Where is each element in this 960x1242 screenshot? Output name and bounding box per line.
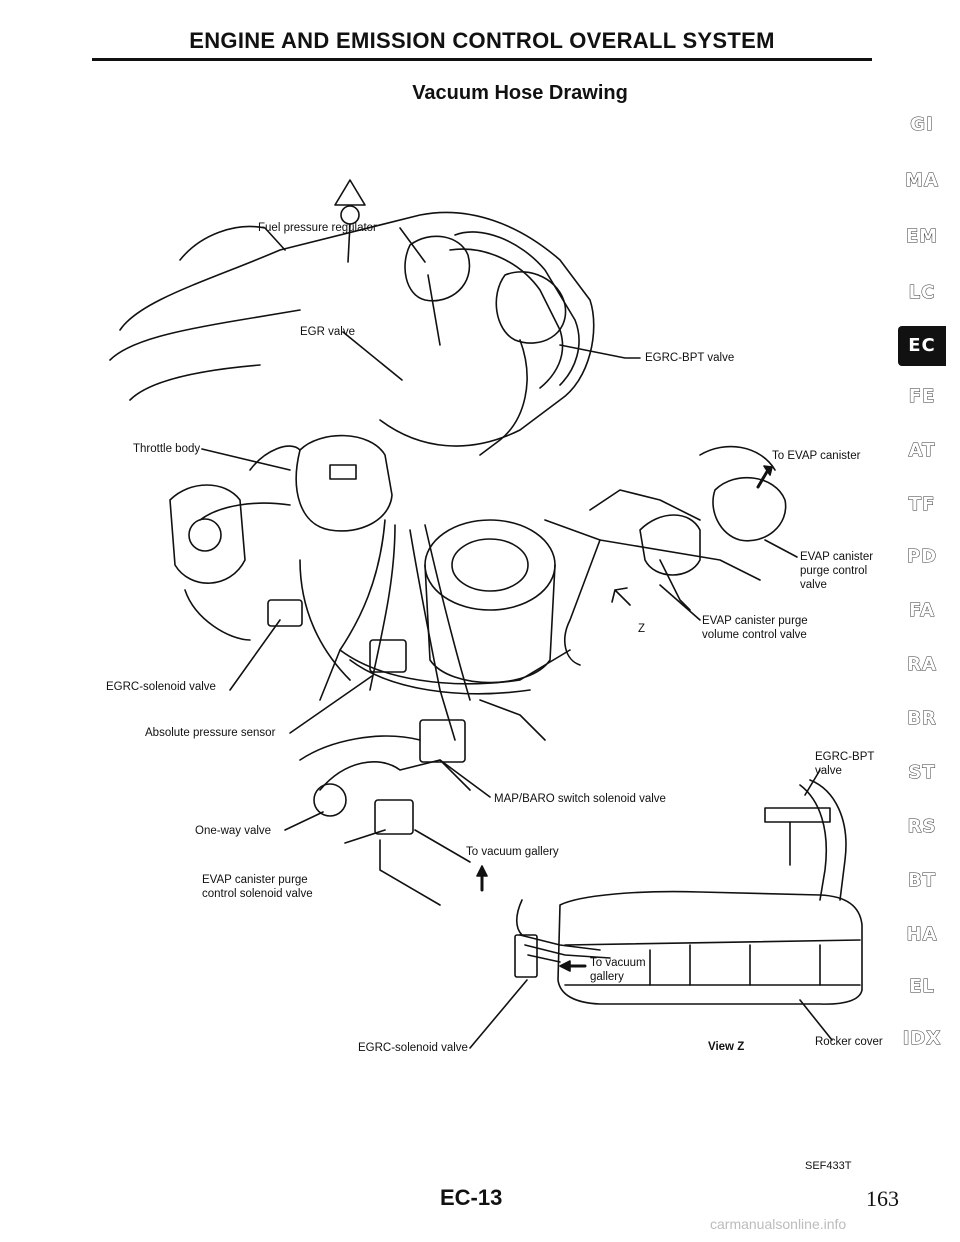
tab-lc[interactable]: LC bbox=[908, 282, 936, 304]
label-throttle-body: Throttle body bbox=[133, 443, 201, 455]
tab-gi[interactable]: GI bbox=[910, 114, 934, 136]
evap-purge-solenoid-shape bbox=[374, 799, 414, 835]
tab-br[interactable]: BR bbox=[907, 708, 937, 730]
tab-pd[interactable]: PD bbox=[906, 546, 938, 568]
egrc-bpt-valve-shape-right bbox=[764, 807, 831, 823]
egrc-solenoid-valve-shape-left bbox=[267, 599, 303, 627]
page-code: EC-13 bbox=[440, 1185, 503, 1210]
label-one-way-valve: One-way valve bbox=[195, 825, 272, 837]
tab-st[interactable]: ST bbox=[908, 762, 936, 784]
throttle-body-shape bbox=[295, 434, 393, 532]
label-rocker-cover: Rocker cover bbox=[815, 1036, 883, 1048]
egrc-solenoid-valve-shape-bottom bbox=[514, 934, 538, 978]
watermark: carmanualsonline.info bbox=[710, 1216, 847, 1232]
label-evap-canister-purge-control-valve: EVAP canister purge control valve bbox=[800, 551, 874, 591]
label-evap-canister-purge-control-solenoid-valve: EVAP canister purge control solenoid val… bbox=[202, 874, 313, 900]
egr-valve-shape bbox=[404, 235, 471, 302]
label-egrc-solenoid-valve-left: EGRC-solenoid valve bbox=[106, 681, 216, 693]
label-egrc-bpt-valve-top: EGRC-BPT valve bbox=[645, 352, 735, 364]
tab-idx[interactable]: IDX bbox=[902, 1028, 942, 1050]
label-fuel-pressure-regulator: Fuel pressure regulator bbox=[258, 222, 377, 234]
tab-tf[interactable]: TF bbox=[908, 494, 936, 516]
tab-ra[interactable]: RA bbox=[907, 654, 937, 676]
evap-canister-shape bbox=[712, 476, 787, 542]
rocker-cover-shape bbox=[557, 890, 863, 1005]
label-to-vacuum-gallery-center: To vacuum gallery bbox=[466, 846, 559, 858]
page-title: ENGINE AND EMISSION CONTROL OVERALL SYST… bbox=[189, 28, 775, 53]
one-way-valve-shape bbox=[313, 783, 347, 817]
label-to-vacuum-gallery-right: To vacuum gallery bbox=[590, 957, 646, 983]
label-z-marker: Z bbox=[638, 623, 646, 635]
label-to-evap-canister: To EVAP canister bbox=[772, 450, 861, 462]
tab-ha[interactable]: HA bbox=[906, 924, 938, 946]
label-evap-canister-purge-volume-control-valve: EVAP canister purge volume control valve bbox=[702, 615, 808, 641]
label-egrc-solenoid-valve-bottom: EGRC-solenoid valve bbox=[358, 1042, 468, 1054]
tab-el[interactable]: EL bbox=[909, 976, 935, 998]
tab-rs[interactable]: RS bbox=[907, 816, 937, 838]
label-view-z: View Z bbox=[708, 1041, 745, 1053]
map-baro-solenoid-shape bbox=[419, 719, 466, 763]
label-egr-valve: EGR valve bbox=[300, 326, 355, 338]
page-header: ENGINE AND EMISSION CONTROL OVERALL SYST… bbox=[92, 28, 872, 64]
egrc-bpt-valve-shape-top bbox=[495, 271, 567, 344]
label-map-baro-switch-solenoid-valve: MAP/BARO switch solenoid valve bbox=[494, 793, 666, 805]
figure-reference: SEF433T bbox=[805, 1160, 852, 1172]
page-number: 163 bbox=[866, 1186, 899, 1211]
header-rule bbox=[92, 58, 872, 61]
diagram-title: Vacuum Hose Drawing bbox=[412, 82, 628, 104]
tab-ma[interactable]: MA bbox=[905, 170, 939, 192]
absolute-pressure-sensor-shape bbox=[369, 639, 407, 673]
tab-ec[interactable]: EC bbox=[898, 326, 946, 366]
intake-manifold-outline bbox=[119, 211, 595, 447]
air-cleaner-cylinder bbox=[424, 519, 556, 611]
tab-em[interactable]: EM bbox=[905, 226, 939, 248]
label-absolute-pressure-sensor: Absolute pressure sensor bbox=[145, 727, 276, 739]
tab-fa[interactable]: FA bbox=[908, 600, 936, 622]
tab-fe[interactable]: FE bbox=[908, 386, 936, 408]
fuel-pressure-regulator-shape bbox=[334, 179, 366, 206]
tab-bt[interactable]: BT bbox=[908, 870, 936, 892]
tab-at[interactable]: AT bbox=[908, 440, 936, 462]
label-egrc-bpt-valve-right: EGRC-BPT valve bbox=[815, 751, 875, 777]
